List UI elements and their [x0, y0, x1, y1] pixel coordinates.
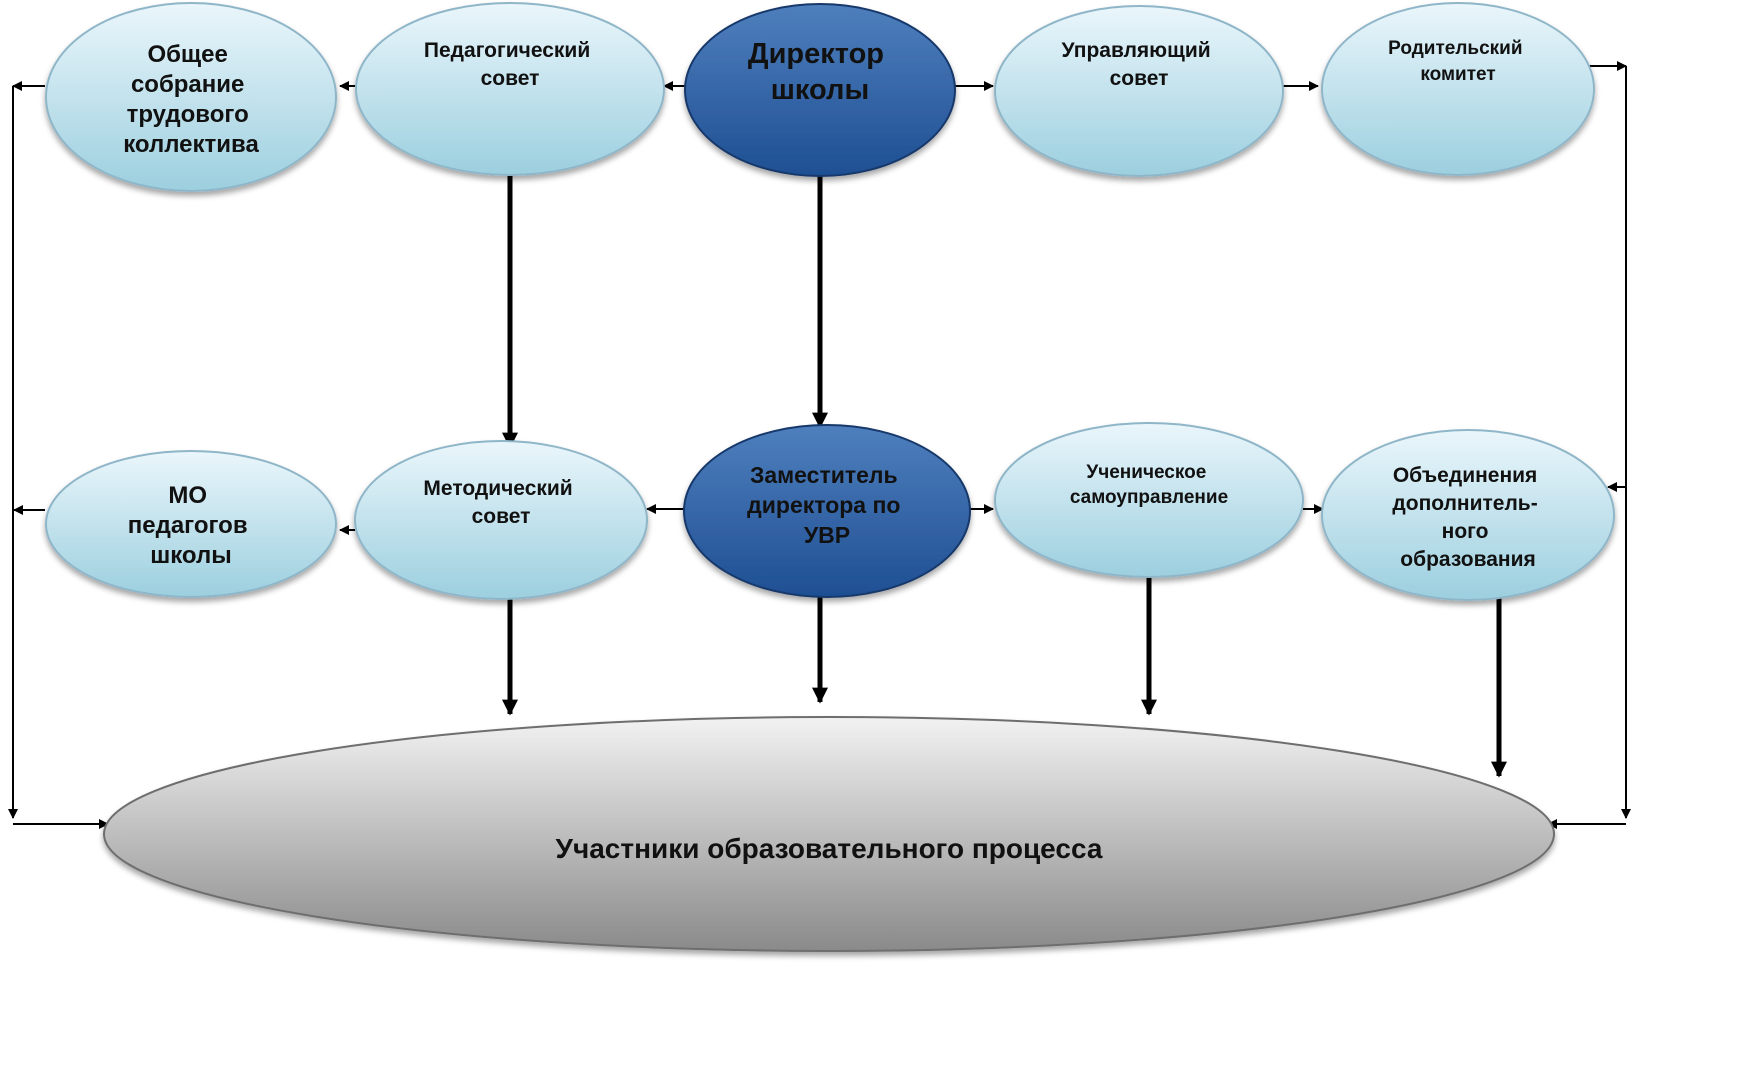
general-meeting-label: Общее собрание трудового коллектива — [123, 41, 259, 158]
node-general-meeting: Общее собрание трудового коллектива — [45, 2, 337, 192]
pedagogical-council-shape — [355, 2, 665, 176]
student-government-shape — [994, 422, 1304, 578]
mo-teachers-shape — [45, 450, 337, 598]
pedagogical-council-label: Педагогический совет — [424, 39, 596, 90]
node-methodical-council: Методический совет — [354, 440, 648, 600]
parent-committee-shape — [1321, 2, 1595, 176]
additional-education-shape — [1321, 429, 1615, 601]
methodical-council-shape — [354, 440, 648, 600]
node-director: Директор школы — [684, 3, 956, 177]
deputy-director-label: Заместитель директора по УВР — [747, 462, 907, 548]
governing-council-shape — [994, 5, 1284, 177]
node-student-government: Ученическое самоуправление — [994, 422, 1304, 578]
node-governing-council: Управляющий совет — [994, 5, 1284, 177]
participants-shape — [103, 716, 1555, 952]
additional-education-label: Объединения дополнитель- ного образовани… — [1392, 464, 1543, 571]
director-shape — [684, 3, 956, 177]
node-deputy-director: Заместитель директора по УВР — [683, 424, 971, 598]
node-participants: Участники образовательного процесса — [103, 716, 1555, 952]
node-pedagogical-council: Педагогический совет — [355, 2, 665, 176]
node-mo-teachers: МО педагогов школы — [45, 450, 337, 598]
student-government-label: Ученическое самоуправление — [1070, 462, 1228, 508]
governing-council-label: Управляющий совет — [1062, 39, 1217, 90]
mo-teachers-label: МО педагогов школы — [128, 482, 255, 569]
participants-label: Участники образовательного процесса — [556, 833, 1103, 864]
director-label: Директор школы — [748, 38, 892, 106]
connectors — [8, 61, 1631, 829]
deputy-director-shape — [683, 424, 971, 598]
methodical-council-label: Методический совет — [423, 477, 578, 528]
parent-committee-label: Родительский комитет — [1388, 38, 1528, 85]
node-parent-committee: Родительский комитет — [1321, 2, 1595, 176]
node-additional-education: Объединения дополнитель- ного образовани… — [1321, 429, 1615, 601]
general-meeting-shape — [45, 2, 337, 192]
